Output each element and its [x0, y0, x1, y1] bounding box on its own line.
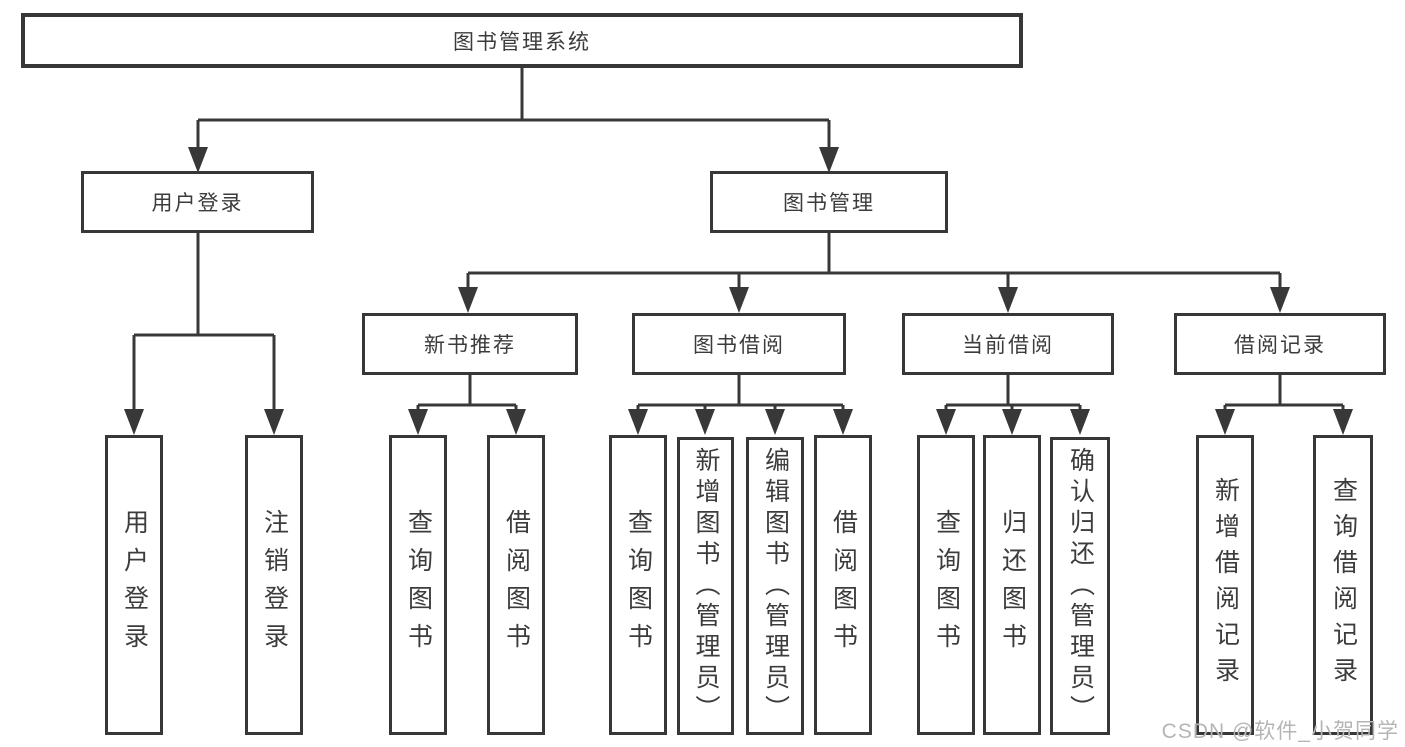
leaf-user-login: 用户登录 — [105, 435, 163, 735]
node-label: 用户登录 — [120, 509, 149, 661]
node-book-borrow: 图书借阅 — [632, 313, 846, 375]
node-label: 查询图书 — [624, 509, 653, 661]
node-label: 查询图书 — [932, 509, 961, 661]
node-current-borrow: 当前借阅 — [902, 313, 1114, 375]
node-label: 新增借阅记录 — [1211, 477, 1240, 693]
node-label: 查询借阅记录 — [1329, 477, 1358, 693]
leaf-add-borrow-record: 新增借阅记录 — [1196, 435, 1254, 735]
leaf-query-book-recommend: 查询图书 — [389, 435, 447, 735]
node-label: 图书借阅 — [693, 334, 785, 357]
leaf-edit-book-admin: 编辑图书（管理员） — [746, 437, 804, 735]
node-label: 确认归还（管理员） — [1066, 446, 1095, 726]
leaf-return-book: 归还图书 — [983, 435, 1041, 735]
leaf-query-book-current: 查询图书 — [917, 435, 975, 735]
leaf-query-borrow-record: 查询借阅记录 — [1313, 435, 1373, 735]
node-label: 归还图书 — [998, 509, 1027, 661]
node-label: 用户登录 — [151, 192, 244, 215]
node-label: 图书管理 — [783, 192, 875, 215]
node-label: 查询图书 — [404, 509, 433, 661]
leaf-add-book-admin: 新增图书（管理员） — [677, 437, 734, 735]
leaf-logout: 注销登录 — [245, 435, 303, 735]
node-label: 借阅记录 — [1234, 334, 1326, 357]
leaf-query-book-borrow: 查询图书 — [609, 435, 667, 735]
node-label: 图书管理系统 — [453, 30, 591, 54]
node-user-login: 用户登录 — [81, 171, 314, 233]
node-label: 当前借阅 — [962, 334, 1054, 357]
node-label: 注销登录 — [260, 509, 289, 661]
node-label: 借阅图书 — [829, 509, 858, 661]
node-library-system: 图书管理系统 — [21, 13, 1023, 68]
leaf-borrow-book: 借阅图书 — [814, 435, 872, 735]
node-borrow-records: 借阅记录 — [1174, 313, 1386, 375]
node-label: 编辑图书（管理员） — [761, 446, 790, 726]
node-label: 新书推荐 — [424, 334, 516, 357]
arrowheads — [124, 147, 1353, 435]
leaf-confirm-return-admin: 确认归还（管理员） — [1050, 437, 1110, 735]
csdn-watermark: CSDN @软件_小贺同学 — [1161, 720, 1399, 743]
node-book-management: 图书管理 — [710, 171, 948, 233]
node-new-book-recommend: 新书推荐 — [362, 313, 578, 375]
leaf-borrow-book-recommend: 借阅图书 — [487, 435, 545, 735]
node-label: 借阅图书 — [502, 509, 531, 661]
node-label: 新增图书（管理员） — [692, 446, 720, 726]
